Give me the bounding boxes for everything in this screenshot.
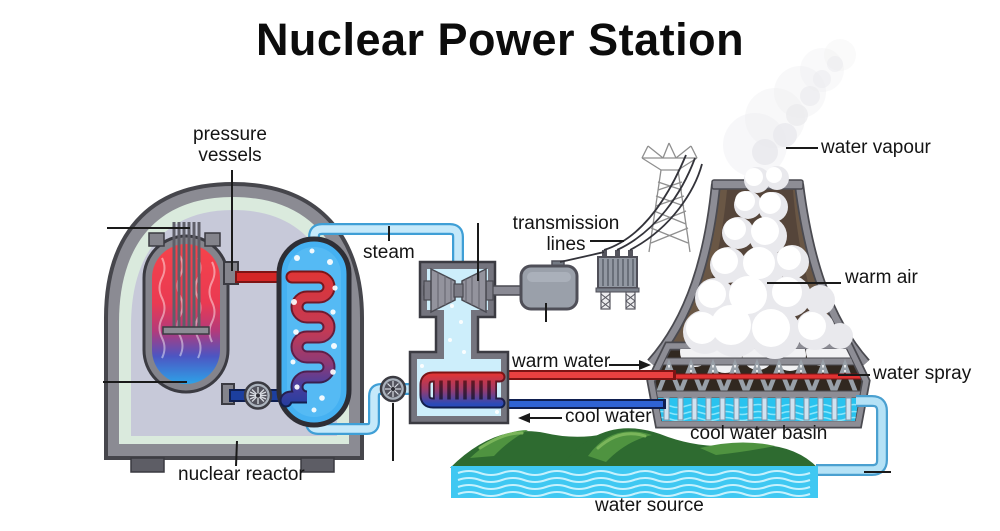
label-water-spray: water spray	[873, 363, 972, 384]
leader-lines	[103, 147, 891, 473]
transformer	[595, 250, 640, 310]
flow-arrows	[518, 360, 651, 423]
building-foot	[300, 457, 335, 473]
steam-clouds	[683, 56, 853, 359]
condenser-coil	[419, 371, 506, 409]
steam-pipe	[308, 223, 464, 268]
pump-icon	[243, 381, 273, 410]
basin-slats	[663, 397, 852, 421]
water-source-shape	[451, 466, 818, 498]
label-cool-water: cool water	[565, 406, 652, 427]
label-pressure-vessels: pressure vessels	[193, 124, 267, 166]
water-spray-line	[655, 373, 862, 380]
building-foot	[130, 457, 165, 473]
reactor-pressure-vessel	[142, 222, 239, 405]
label-water-vapour: water vapour	[821, 137, 931, 158]
page-title: Nuclear Power Station	[255, 14, 745, 65]
label-warm-water: warm water	[512, 351, 611, 372]
transmission-tower-icon	[641, 142, 698, 253]
label-cool-water-basin: cool water basin	[690, 423, 828, 444]
cooling-tower-base	[646, 341, 871, 429]
pump-icon	[379, 375, 407, 403]
turbine-condenser-housing	[408, 260, 524, 425]
hills	[450, 428, 818, 468]
label-transmission-lines: transmission lines	[512, 213, 620, 255]
label-nuclear-reactor: nuclear reactor	[178, 464, 305, 485]
label-warm-air: warm air	[845, 267, 918, 288]
label-water-source: water source	[595, 495, 704, 516]
turbine-icon	[423, 267, 524, 314]
generator	[519, 260, 579, 311]
steam-generator	[276, 236, 352, 428]
transmission-wires	[559, 154, 703, 263]
spray-droplets	[668, 365, 846, 374]
label-steam: steam	[363, 242, 415, 263]
control-rods	[148, 222, 221, 335]
basin-outlet-pipe	[816, 395, 888, 476]
bubbles	[290, 248, 338, 413]
